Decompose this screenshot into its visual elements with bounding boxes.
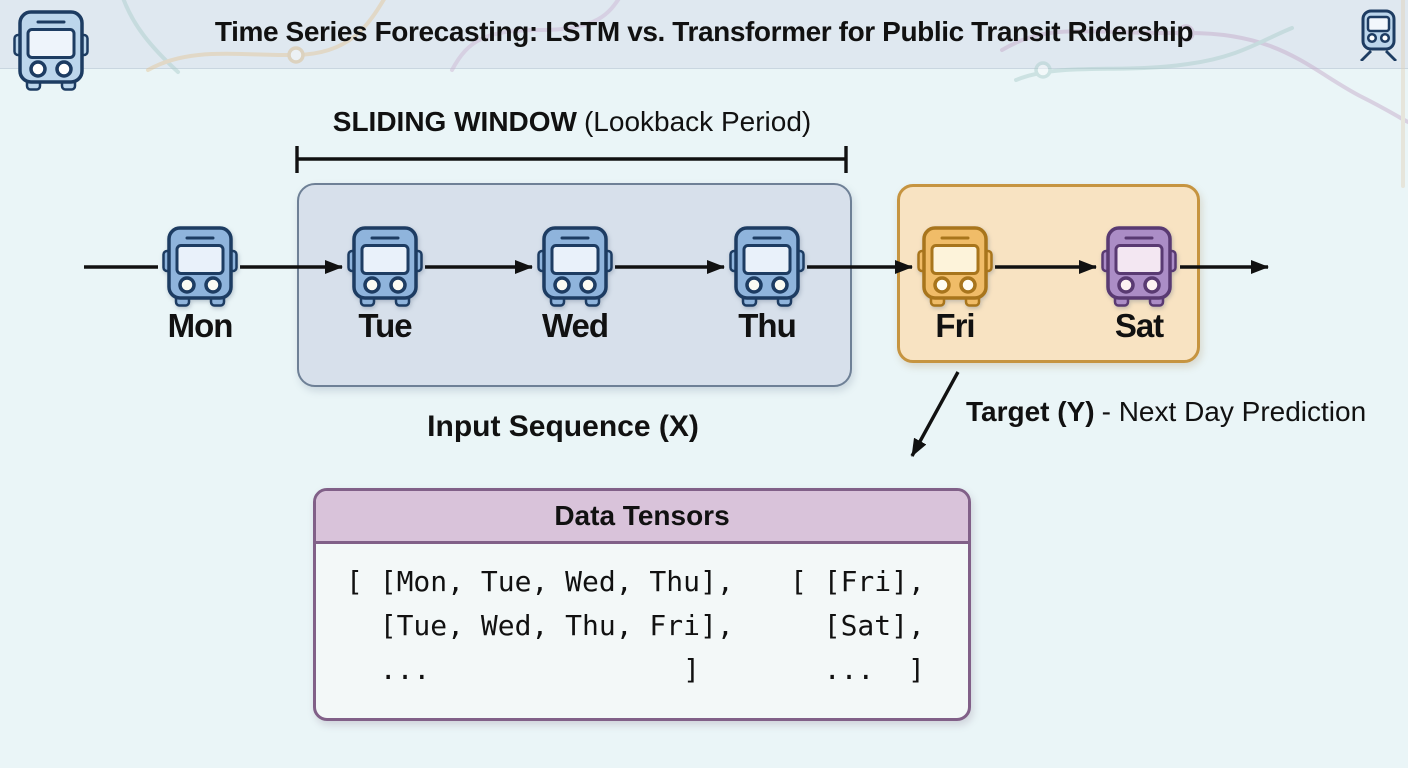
- target-label-rest: - Next Day Prediction: [1101, 396, 1367, 427]
- page-title: Time Series Forecasting: LSTM vs. Transf…: [214, 16, 1194, 47]
- bus-icon-sat: [1101, 224, 1177, 308]
- bus-icon-thu: [729, 224, 805, 308]
- bus-icon-fri: [917, 224, 993, 308]
- day-label-thu: Thu: [738, 307, 796, 344]
- bus-icon-tue: [347, 224, 423, 308]
- header-band: [0, 0, 1408, 69]
- data-tensors-body: [ [Mon, Tue, Wed, Thu], [Tue, Wed, Thu, …: [316, 544, 968, 718]
- bus-icon-wed: [537, 224, 613, 308]
- x-tensor-text: [ [Mon, Tue, Wed, Thu], [Tue, Wed, Thu, …: [346, 565, 734, 686]
- sliding-window-title: SLIDING WINDOW: [332, 106, 577, 137]
- data-tensors-box: Data Tensors [ [Mon, Tue, Wed, Thu], [Tu…: [313, 488, 971, 721]
- day-label-sat: Sat: [1114, 307, 1164, 344]
- data-tensors-title: Data Tensors: [316, 491, 968, 544]
- target-label-bold: Target (Y): [966, 396, 1095, 427]
- day-label-mon: Mon: [167, 307, 234, 344]
- sliding-window-label: SLIDING WINDOW(Lookback Period): [272, 106, 872, 138]
- target-label: Target (Y)- Next Day Prediction: [966, 396, 1366, 428]
- input-sequence-label: Input Sequence (X): [427, 410, 699, 443]
- day-label-fri: Fri: [935, 307, 975, 344]
- y-tensor-text: [ [Fri], [Sat], ... ]: [790, 565, 925, 686]
- header-bus-icon: [13, 8, 89, 92]
- sliding-window-subtitle: (Lookback Period): [583, 106, 812, 137]
- day-label-tue: Tue: [358, 307, 412, 344]
- day-label-wed: Wed: [541, 307, 609, 344]
- header-train-icon: [1360, 9, 1397, 61]
- bus-icon-mon: [162, 224, 238, 308]
